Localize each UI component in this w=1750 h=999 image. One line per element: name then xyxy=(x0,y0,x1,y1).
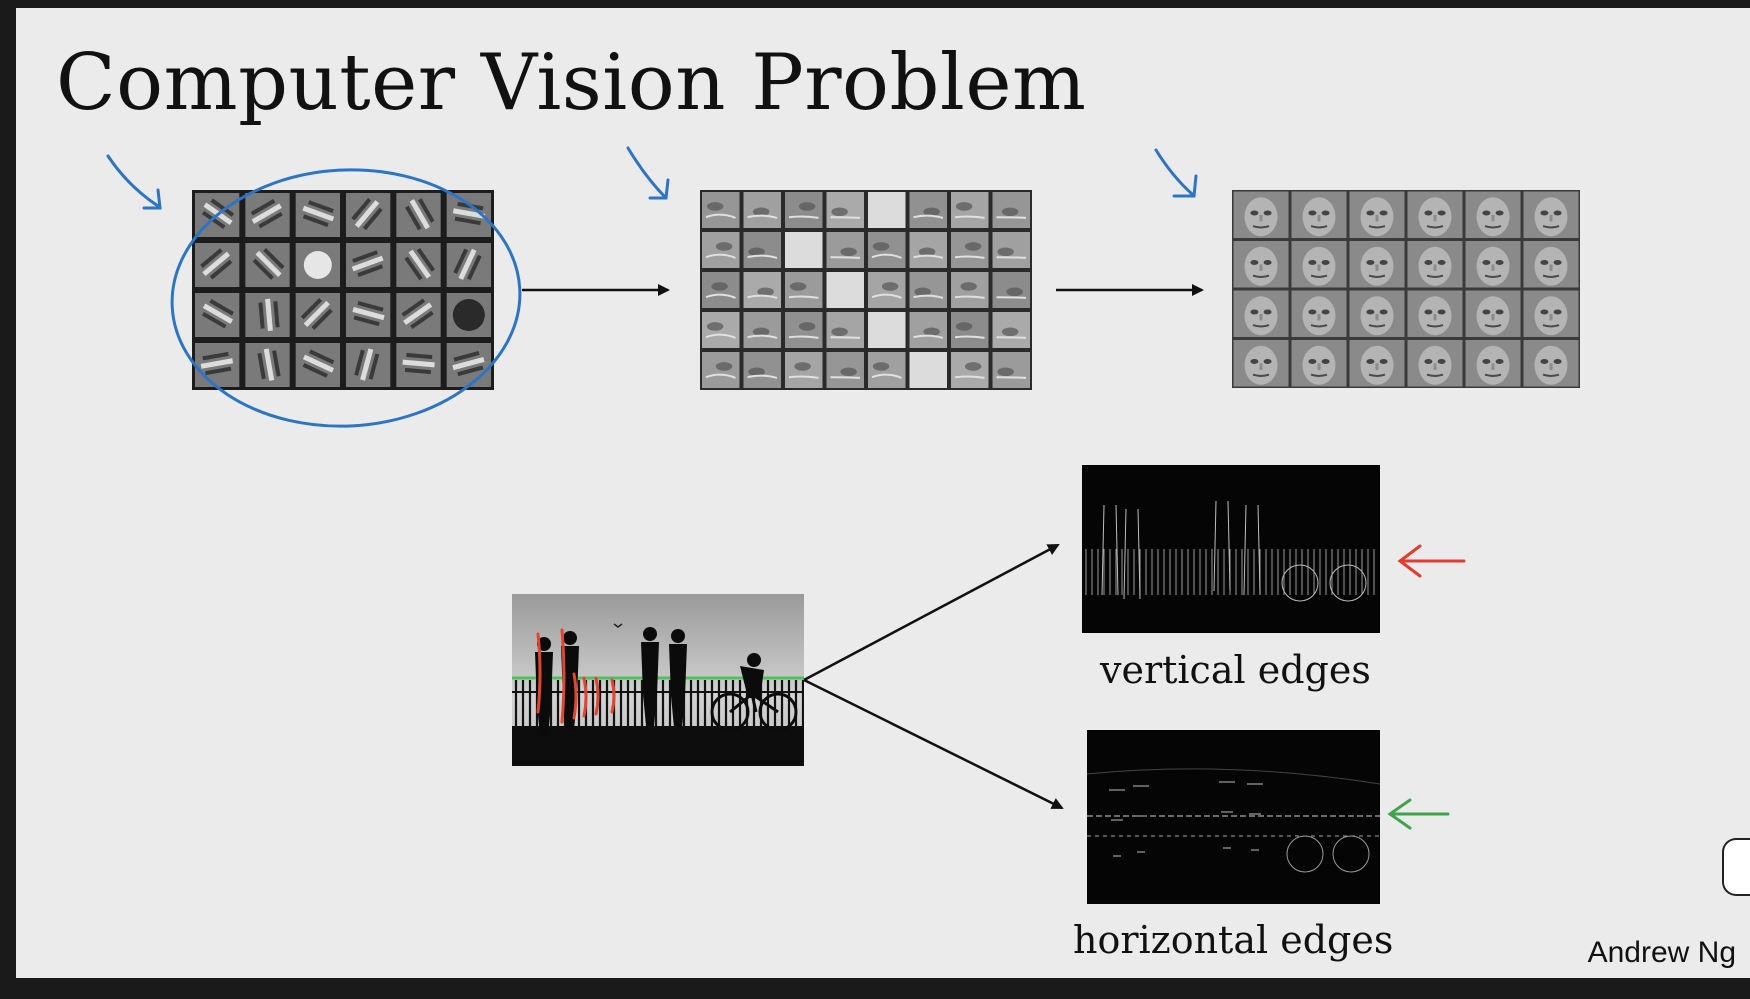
arrow-photo-to-horizontal xyxy=(804,680,1062,808)
slide: Computer Vision Problem vertical edges h… xyxy=(16,8,1750,978)
check-mark-3 xyxy=(1156,150,1196,196)
author-name: Andrew Ng xyxy=(1588,936,1736,970)
arrow-photo-to-vertical xyxy=(804,545,1058,680)
side-tab[interactable] xyxy=(1722,838,1750,896)
vertical-highlight-arrow xyxy=(1400,546,1464,576)
highlight-circle xyxy=(166,161,527,435)
check-mark-1 xyxy=(108,156,160,208)
horizontal-highlight-arrow xyxy=(1390,800,1448,828)
check-mark-2 xyxy=(628,148,668,198)
annotation-layer xyxy=(16,8,1750,978)
